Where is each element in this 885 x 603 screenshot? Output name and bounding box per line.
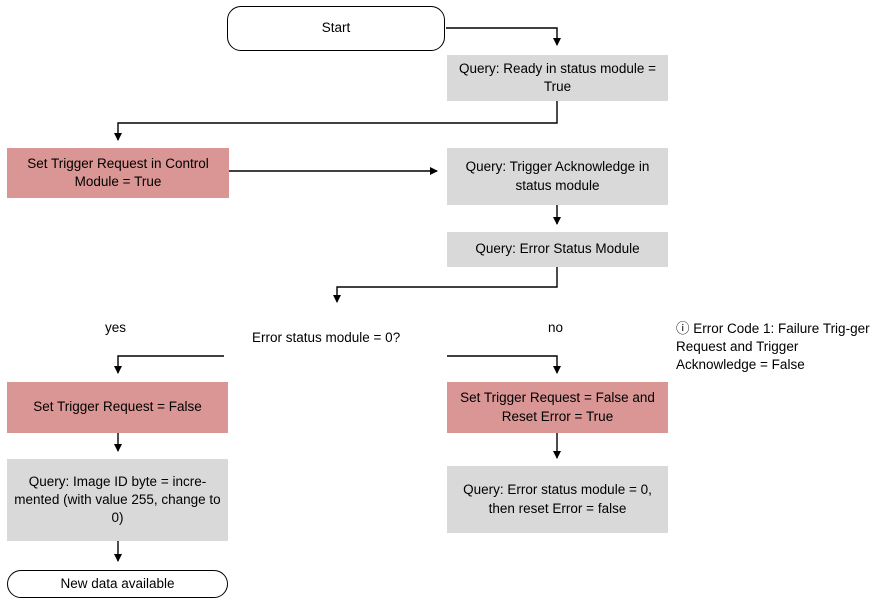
branch-yes-label: yes bbox=[105, 320, 127, 335]
edge-query-error-to-decision bbox=[333, 267, 558, 303]
set-trigger-false-reset-box: Set Trigger Request = False and Reset Er… bbox=[447, 382, 668, 433]
query-trigger-ack-box: Query: Trigger Acknowledge in status mod… bbox=[447, 148, 668, 205]
set-trigger-false-box: Set Trigger Request = False bbox=[7, 382, 228, 433]
query-error-status-label: Query: Error Status Module bbox=[475, 241, 640, 257]
query-image-id-box: Query: Image ID byte = incre-mented (wit… bbox=[7, 459, 228, 541]
query-ready-box: Query: Ready in status module = True bbox=[447, 55, 668, 101]
branch-no-label: no bbox=[548, 320, 564, 335]
query-trigger-ack-label: Query: Trigger Acknowledge in status mod… bbox=[465, 159, 650, 193]
query-error-status-box: Query: Error Status Module bbox=[447, 232, 668, 267]
query-ready-label: Query: Ready in status module = True bbox=[459, 60, 656, 94]
query-error-zero-box: Query: Error status module = 0, then res… bbox=[447, 466, 668, 533]
start-terminal: Start bbox=[227, 6, 445, 51]
query-error-zero-label: Query: Error status module = 0, then res… bbox=[463, 482, 652, 516]
edge-query-ready-to-set-trigger bbox=[114, 101, 558, 141]
decision-label: Error status module = 0? bbox=[252, 330, 401, 345]
set-trigger-request-box: Set Trigger Request in Control Module = … bbox=[7, 148, 229, 198]
query-image-id-label: Query: Image ID byte = incre-mented (wit… bbox=[14, 473, 221, 526]
info-circle-icon: ⓘ bbox=[676, 321, 690, 336]
edge-decision-yes bbox=[114, 355, 224, 374]
start-label: Start bbox=[321, 20, 351, 36]
error-code-note-text: Error Code 1: Failure Trig-ger Request a… bbox=[676, 321, 870, 373]
set-trigger-false-label: Set Trigger Request = False bbox=[33, 399, 202, 415]
edge-start-to-query-ready bbox=[446, 27, 561, 46]
new-data-label: New data available bbox=[60, 575, 175, 591]
new-data-terminal: New data available bbox=[7, 570, 228, 598]
set-trigger-request-label: Set Trigger Request in Control Module = … bbox=[27, 155, 209, 189]
error-code-note: ⓘ Error Code 1: Failure Trig-ger Request… bbox=[676, 320, 876, 375]
set-trigger-false-reset-label: Set Trigger Request = False and Reset Er… bbox=[460, 390, 655, 424]
edge-decision-no bbox=[447, 355, 561, 374]
